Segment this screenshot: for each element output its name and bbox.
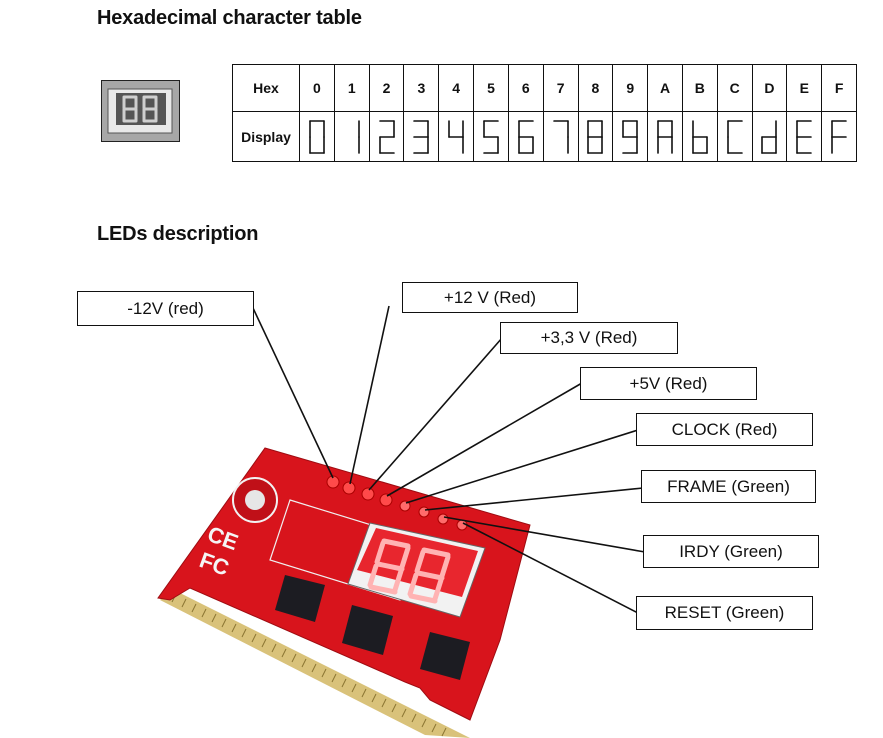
leader-irdy [443, 516, 646, 553]
led-clock [399, 500, 411, 512]
label-irdy: IRDY (Green) [643, 535, 819, 568]
seven-segment-glyph [448, 119, 464, 154]
display-cell [299, 111, 335, 162]
seven-segment-glyph [587, 119, 604, 154]
hex-cell: F [821, 64, 857, 112]
display-digits [367, 538, 451, 604]
label-plus12v: +12 V (Red) [402, 282, 578, 313]
label-plus3-3v: +3,3 V (Red) [500, 322, 678, 354]
leader-plus12 [349, 305, 390, 485]
hex-cell: 0 [299, 64, 335, 112]
label-plus5v: +5V (Red) [580, 367, 757, 400]
seven-segment-glyph [552, 119, 569, 154]
display-cell [647, 111, 683, 162]
seven-segment-glyph [657, 119, 673, 154]
seven-segment-glyph [831, 119, 847, 154]
display-thumbnail-image [101, 80, 180, 142]
hex-cell: 3 [403, 64, 440, 112]
display-row: Display [232, 111, 857, 162]
seven-segment-glyph [357, 119, 360, 154]
label-reset: RESET (Green) [636, 596, 813, 630]
seven-segment-glyph [517, 119, 534, 154]
label-clock: CLOCK (Red) [636, 413, 813, 446]
display-cell [681, 111, 718, 162]
seven-segment-glyph [726, 119, 743, 154]
display-cell [786, 111, 823, 162]
seven-segment-glyph [378, 119, 395, 154]
display-cell [542, 111, 579, 162]
display-cell [333, 111, 370, 162]
display-cell [368, 111, 405, 162]
leader-minus12 [252, 307, 334, 479]
hex-cell: 4 [438, 64, 475, 112]
led-frame [418, 506, 430, 518]
hex-cell: 2 [368, 64, 405, 112]
edge-connector [160, 588, 470, 738]
leader-plus5 [386, 382, 583, 497]
seven-segment-glyph [761, 119, 778, 154]
label-minus12v: -12V (red) [77, 291, 254, 326]
chip-b6 [420, 632, 470, 680]
display-cell [821, 111, 857, 162]
mounting-hole-center [245, 490, 265, 510]
leader-reset [462, 522, 639, 614]
led-minus12 [326, 475, 340, 489]
leader-lines [252, 305, 646, 614]
hex-character-table: Hex 0 1 2 3 4 5 6 7 8 9 A B C D E F Disp… [232, 64, 857, 162]
display-cell [403, 111, 440, 162]
hex-table-heading: Hexadecimal character table [97, 7, 362, 29]
chip-b5 [342, 605, 393, 655]
display-cell [438, 111, 475, 162]
seven-segment-glyph [622, 119, 639, 154]
hex-cell: 5 [473, 64, 509, 112]
seven-segment-glyph [483, 119, 499, 154]
display-cell [716, 111, 753, 162]
seven-segment-glyph [796, 119, 813, 154]
leds-heading: LEDs description [97, 223, 259, 245]
display-cell [473, 111, 509, 162]
leds [326, 475, 468, 531]
hex-cell: E [786, 64, 823, 112]
chip-b4 [275, 575, 325, 622]
leader-plus33 [368, 337, 503, 491]
hex-cell: B [681, 64, 718, 112]
hex-cell: 9 [612, 64, 649, 112]
led-irdy [437, 513, 449, 525]
leader-clock [405, 429, 639, 504]
leader-frame [424, 487, 644, 511]
hex-cell: 6 [507, 64, 544, 112]
seven-segment-glyph [692, 119, 708, 154]
led-plus33 [361, 487, 375, 501]
led-plus5 [379, 493, 393, 507]
display-row-header: Display [232, 111, 300, 162]
led-plus12 [342, 481, 356, 495]
seven-segment-glyph [413, 119, 430, 154]
display-cell [577, 111, 614, 162]
display-cell [507, 111, 544, 162]
connector-pins [171, 593, 447, 737]
label-frame: FRAME (Green) [641, 470, 816, 503]
seven-segment-glyph [309, 119, 325, 154]
